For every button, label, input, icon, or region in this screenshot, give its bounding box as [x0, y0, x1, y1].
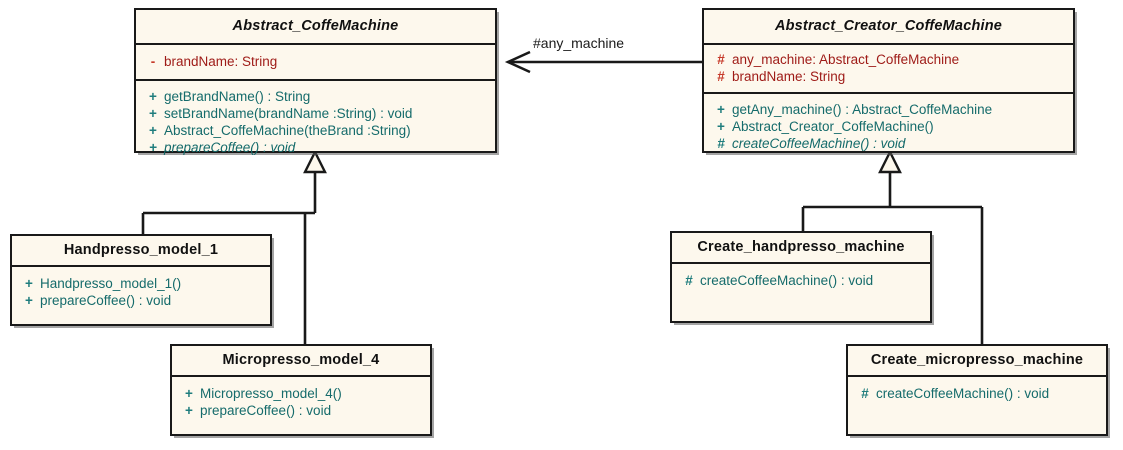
visibility-marker: + [185, 386, 193, 401]
class-micropresso-model-4[interactable]: Micropresso_model_4 + Micropresso_model_… [170, 344, 432, 436]
visibility-marker: + [149, 89, 157, 104]
class-name: Abstract_Creator_CoffeMachine [774, 18, 1003, 34]
operation-row: + prepareCoffee() : void [142, 139, 495, 156]
visibility-marker: + [717, 102, 725, 117]
class-abstract-creator-coffe-machine[interactable]: Abstract_Creator_CoffeMachine # any_mach… [702, 8, 1075, 153]
operations-compartment: + getBrandName() : String + setBrandName… [136, 79, 495, 162]
operation-row: + Micropresso_model_4() [178, 385, 430, 402]
visibility-marker: + [149, 123, 157, 138]
operations-compartment: # createCoffeeMachine() : void [672, 262, 930, 295]
attribute-text: brandName: String [732, 69, 846, 84]
visibility-marker: # [717, 69, 725, 84]
class-name: Create_micropresso_machine [870, 352, 1084, 368]
visibility-marker: + [25, 276, 33, 291]
attribute-text: any_machine: Abstract_CoffeMachine [732, 52, 960, 67]
visibility-marker: + [717, 119, 725, 134]
operation-text: createCoffeeMachine() : void [876, 386, 1050, 401]
operation-row: # createCoffeeMachine() : void [710, 135, 1073, 152]
operation-text: createCoffeeMachine() : void [732, 136, 906, 151]
operation-row: + prepareCoffee() : void [178, 402, 430, 419]
operation-text: createCoffeeMachine() : void [700, 273, 874, 288]
visibility-marker: + [25, 293, 33, 308]
attribute-row: # any_machine: Abstract_CoffeMachine [710, 51, 1073, 68]
class-create-handpresso-machine[interactable]: Create_handpresso_machine # createCoffee… [670, 231, 932, 323]
operation-text: prepareCoffee() : void [164, 140, 296, 155]
operation-row: + getAny_machine() : Abstract_CoffeMachi… [710, 101, 1073, 118]
operation-text: Micropresso_model_4() [200, 386, 342, 401]
class-abstract-coffe-machine[interactable]: Abstract_CoffeMachine - brandName: Strin… [134, 8, 497, 155]
visibility-marker: # [861, 386, 869, 401]
operation-text: Handpresso_model_1() [40, 276, 182, 291]
operations-compartment: + Micropresso_model_4() + prepareCoffee(… [172, 375, 430, 425]
operation-text: getBrandName() : String [164, 89, 311, 104]
operation-text: Abstract_CoffeMachine(theBrand :String) [164, 123, 411, 138]
association-any-machine[interactable] [504, 50, 702, 74]
attribute-text: brandName: String [164, 54, 278, 69]
class-name: Create_handpresso_machine [697, 239, 905, 255]
visibility-marker: + [185, 403, 193, 418]
operation-row: + setBrandName(brandName :String) : void [142, 105, 495, 122]
visibility-marker: + [149, 106, 157, 121]
operation-row: + getBrandName() : String [142, 88, 495, 105]
attribute-row: - brandName: String [142, 53, 495, 70]
attribute-row: # brandName: String [710, 68, 1073, 85]
class-handpresso-model-1[interactable]: Handpresso_model_1 + Handpresso_model_1(… [10, 234, 272, 326]
class-name: Handpresso_model_1 [63, 242, 219, 258]
class-name: Micropresso_model_4 [222, 352, 380, 368]
visibility-marker: # [685, 273, 693, 288]
attributes-compartment: - brandName: String [136, 43, 495, 79]
visibility-marker: # [717, 52, 725, 67]
visibility-marker: # [717, 136, 725, 151]
operation-row: + Abstract_CoffeMachine(theBrand :String… [142, 122, 495, 139]
operations-compartment: # createCoffeeMachine() : void [848, 375, 1106, 408]
class-name: Abstract_CoffeMachine [232, 18, 399, 34]
operation-row: + prepareCoffee() : void [18, 292, 270, 309]
visibility-marker: + [149, 140, 157, 155]
visibility-marker: - [150, 54, 156, 69]
operation-text: getAny_machine() : Abstract_CoffeMachine [732, 102, 993, 117]
class-create-micropresso-machine[interactable]: Create_micropresso_machine # createCoffe… [846, 344, 1108, 436]
operation-text: prepareCoffee() : void [200, 403, 332, 418]
operations-compartment: + getAny_machine() : Abstract_CoffeMachi… [704, 92, 1073, 158]
operation-row: + Abstract_Creator_CoffeMachine() [710, 118, 1073, 135]
operation-row: + Handpresso_model_1() [18, 275, 270, 292]
attributes-compartment: # any_machine: Abstract_CoffeMachine # b… [704, 43, 1073, 92]
operations-compartment: + Handpresso_model_1() + prepareCoffee()… [12, 265, 270, 315]
operation-row: # createCoffeeMachine() : void [678, 272, 930, 289]
operation-text: prepareCoffee() : void [40, 293, 172, 308]
operation-row: # createCoffeeMachine() : void [854, 385, 1106, 402]
operation-text: setBrandName(brandName :String) : void [164, 106, 413, 121]
association-label-any-machine: #any_machine [533, 35, 625, 51]
operation-text: Abstract_Creator_CoffeMachine() [732, 119, 934, 134]
